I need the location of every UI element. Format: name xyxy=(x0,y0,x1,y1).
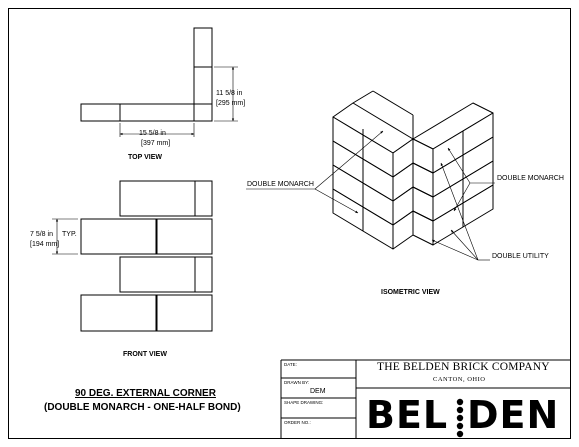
front-view-drawing xyxy=(52,180,213,332)
company-city: CANTON, OHIO xyxy=(433,376,486,383)
front-view-dimension-note: TYP. xyxy=(62,231,77,238)
callout-double-monarch-left: DOUBLE MONARCH xyxy=(247,181,314,188)
title-block-lines xyxy=(280,359,571,439)
front-view-caption: FRONT VIEW xyxy=(123,351,167,358)
order-no-label: ORDER NO.: xyxy=(284,420,311,425)
top-view-width-dimension: 15 5/8 in xyxy=(139,130,166,137)
drawing-title-line2: (DOUBLE MONARCH - ONE-HALF BOND) xyxy=(44,402,241,413)
drawn-by-value: DEM xyxy=(310,388,326,395)
logo-text-left: BEL xyxy=(366,393,449,437)
logo-text-right: DEN xyxy=(467,393,560,437)
drawing-sheet xyxy=(8,8,571,439)
callout-double-monarch-right: DOUBLE MONARCH xyxy=(497,175,564,182)
front-view-dimension-mm: [194 mm] xyxy=(30,241,60,248)
top-view-height-dimension-mm: [295 mm] xyxy=(216,100,246,107)
top-view-height-dimension: 11 5/8 in xyxy=(216,90,243,97)
top-view-width-dimension-mm: [397 mm] xyxy=(141,140,171,147)
isometric-view-drawing xyxy=(332,90,494,250)
callout-double-utility: DOUBLE UTILITY xyxy=(492,253,549,260)
company-name: THE BELDEN BRICK COMPANY xyxy=(377,361,550,373)
isometric-view-caption: ISOMETRIC VIEW xyxy=(381,289,440,296)
drawing-title-line1: 90 DEG. EXTERNAL CORNER xyxy=(75,388,216,399)
top-view-drawing xyxy=(80,27,238,137)
front-view-dimension: 7 5/8 in xyxy=(30,231,53,238)
date-label: DATE: xyxy=(284,362,297,367)
isometric-leaders xyxy=(246,130,495,261)
top-view-caption: TOP VIEW xyxy=(128,154,162,161)
shape-drawing-label: SHAPE DRAWING: xyxy=(284,400,324,405)
drawn-by-label: DRAWN BY: xyxy=(284,380,310,385)
